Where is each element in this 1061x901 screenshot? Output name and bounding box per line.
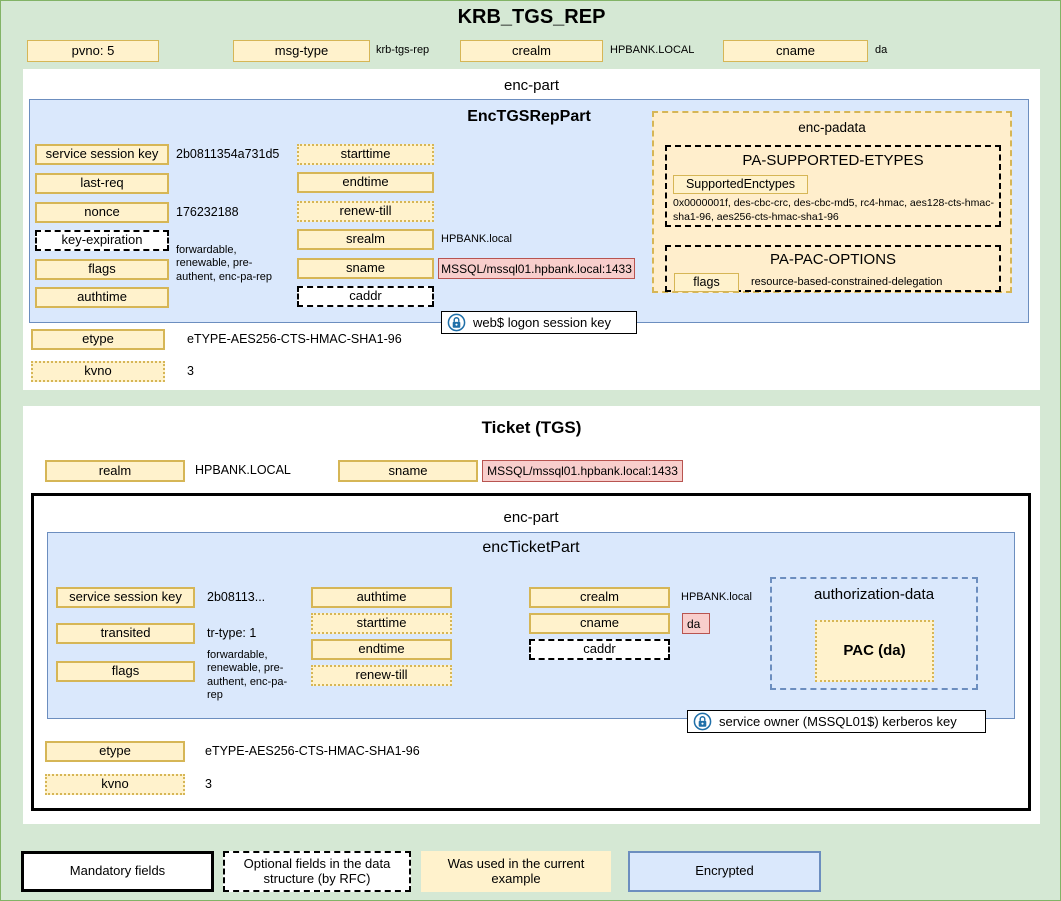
- value-srealm: HPBANK.local: [441, 232, 512, 245]
- field-ticket-endtime[interactable]: endtime: [311, 639, 452, 660]
- value-nonce: 176232188: [176, 204, 239, 219]
- field-ticket-flags[interactable]: flags: [56, 661, 195, 682]
- field-nonce[interactable]: nonce: [35, 202, 169, 223]
- value-crealm: HPBANK.LOCAL: [610, 44, 695, 57]
- field-ticket-starttime[interactable]: starttime: [311, 613, 452, 634]
- field-encpart-etype[interactable]: etype: [31, 329, 165, 350]
- field-ticket-realm[interactable]: realm: [45, 460, 185, 482]
- field-ticket-cname[interactable]: cname: [529, 613, 670, 634]
- lock-badge-encpart: web$ logon session key: [441, 311, 637, 334]
- value-pac-options-flags: resource-based-constrained-delegation: [751, 275, 943, 288]
- value-encpart-etype: eTYPE-AES256-CTS-HMAC-SHA1-96: [187, 331, 402, 346]
- value-cname: da: [875, 44, 888, 57]
- field-flags[interactable]: flags: [35, 259, 169, 280]
- value-ticket-realm: HPBANK.LOCAL: [195, 463, 291, 478]
- field-cname[interactable]: cname: [723, 40, 868, 62]
- field-ticket-authtime[interactable]: authtime: [311, 587, 452, 608]
- value-service-session-key: 2b0811354a731d5: [176, 146, 280, 161]
- enc-padata-container: [652, 111, 1012, 293]
- lock-badge-ticket: service owner (MSSQL01$) kerberos key: [687, 710, 986, 733]
- field-encpart-kvno[interactable]: kvno: [31, 361, 165, 382]
- field-sname[interactable]: sname: [297, 258, 434, 279]
- field-ticket-sname[interactable]: sname: [338, 460, 478, 482]
- legend-optional: Optional fields in the data structure (b…: [223, 851, 411, 892]
- lock-badge-ticket-label: service owner (MSSQL01$) kerberos key: [719, 714, 957, 729]
- enc-padata-title: enc-padata: [798, 120, 866, 135]
- value-ticket-sname: MSSQL/mssql01.hpbank.local:1433: [482, 460, 683, 482]
- field-msg-type[interactable]: msg-type: [233, 40, 370, 62]
- value-ticket-kvno: 3: [205, 776, 212, 791]
- page-title: KRB_TGS_REP: [457, 6, 606, 28]
- field-pac-options-flags[interactable]: flags: [674, 273, 739, 292]
- ticket-title: Ticket (TGS): [481, 418, 582, 437]
- field-ticket-crealm[interactable]: crealm: [529, 587, 670, 608]
- value-msg-type: krb-tgs-rep: [376, 44, 430, 57]
- encticketpart-title: encTicketPart: [482, 539, 580, 556]
- legend-encrypted: Encrypted: [628, 851, 821, 892]
- lock-icon: [447, 313, 466, 332]
- field-pvno[interactable]: pvno: 5: [27, 40, 159, 62]
- value-ticket-transited: tr-type: 1: [207, 625, 257, 640]
- field-ticket-etype[interactable]: etype: [45, 741, 185, 762]
- field-ticket-service-session-key[interactable]: service session key: [56, 587, 195, 608]
- field-key-expiration[interactable]: key-expiration: [35, 230, 169, 251]
- field-starttime[interactable]: starttime: [297, 144, 434, 165]
- value-supported-enctypes: 0x0000001f, des-cbc-crc, des-cbc-md5, rc…: [673, 197, 994, 223]
- value-ticket-flags: forwardable, renewable, pre-authent, enc…: [207, 649, 288, 702]
- field-endtime[interactable]: endtime: [297, 172, 434, 193]
- value-sname: MSSQL/mssql01.hpbank.local:1433: [438, 258, 635, 279]
- pa-supported-etypes-title: PA-SUPPORTED-ETYPES: [742, 152, 924, 169]
- authorization-data-box: [770, 577, 978, 690]
- value-flags: forwardable, renewable, pre-authent, enc…: [176, 244, 273, 283]
- legend-mandatory: Mandatory fields: [21, 851, 214, 892]
- field-authtime[interactable]: authtime: [35, 287, 169, 308]
- field-ticket-caddr[interactable]: caddr: [529, 639, 670, 660]
- pa-pac-options-title: PA-PAC-OPTIONS: [769, 251, 897, 268]
- field-ticket-renew-till[interactable]: renew-till: [311, 665, 452, 686]
- pa-pac-options-box: [665, 245, 1001, 292]
- value-ticket-etype: eTYPE-AES256-CTS-HMAC-SHA1-96: [205, 743, 420, 758]
- value-ticket-service-session-key: 2b08113...: [207, 589, 266, 604]
- value-ticket-crealm: HPBANK.local: [681, 590, 752, 603]
- field-ticket-transited[interactable]: transited: [56, 623, 195, 644]
- encpart-header: enc-part: [503, 77, 560, 94]
- field-srealm[interactable]: srealm: [297, 229, 434, 250]
- lock-badge-encpart-label: web$ logon session key: [473, 315, 612, 330]
- value-ticket-cname: da: [682, 613, 710, 634]
- enctgsreppart-title: EncTGSRepPart: [467, 108, 591, 125]
- ticket-encpart-header: enc-part: [503, 509, 559, 526]
- field-crealm[interactable]: crealm: [460, 40, 603, 62]
- field-renew-till[interactable]: renew-till: [297, 201, 434, 222]
- pac-box[interactable]: PAC (da): [815, 620, 934, 682]
- field-caddr[interactable]: caddr: [297, 286, 434, 307]
- field-last-req[interactable]: last-req: [35, 173, 169, 194]
- authorization-data-title: authorization-data: [813, 586, 935, 603]
- legend-used: Was used in the current example: [421, 851, 611, 892]
- lock-icon: [693, 712, 712, 731]
- field-service-session-key[interactable]: service session key: [35, 144, 169, 165]
- pa-supported-etypes-box: [665, 145, 1001, 227]
- field-ticket-kvno[interactable]: kvno: [45, 774, 185, 795]
- field-supported-enctypes[interactable]: SupportedEnctypes: [673, 175, 808, 194]
- value-encpart-kvno: 3: [187, 363, 194, 378]
